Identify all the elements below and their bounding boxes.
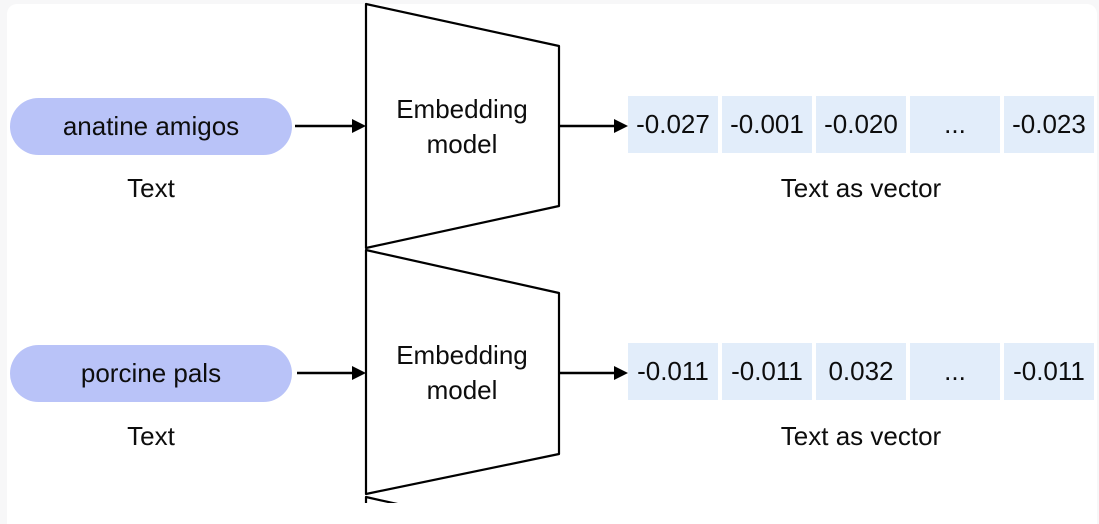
vector-cell: -0.011: [722, 343, 812, 400]
arrowhead-icon: [352, 366, 366, 380]
vector-cell: -0.011: [628, 343, 718, 400]
vector-row: -0.011 -0.011 0.032 ... -0.011: [628, 343, 1094, 400]
arrowhead-icon: [614, 366, 628, 380]
vector-row: -0.027 -0.001 -0.020 ... -0.023: [628, 96, 1094, 153]
vector-cell: 0.032: [816, 343, 906, 400]
output-arrow: [560, 366, 628, 380]
input-arrow: [295, 119, 366, 133]
input-arrow: [297, 366, 366, 380]
vector-cell: -0.011: [1004, 343, 1094, 400]
vector-caption: Text as vector: [780, 173, 942, 203]
embedding-model-label: Embedding model: [396, 340, 528, 405]
arrowhead-icon: [614, 119, 628, 133]
next-model-shape-partial: [364, 495, 398, 503]
input-text-pill: porcine pals: [10, 345, 292, 402]
embedding-model-shape: [364, 248, 561, 496]
vector-cell: -0.001: [722, 96, 812, 153]
input-text-pill: anatine amigos: [10, 98, 292, 155]
vector-cell: -0.027: [628, 96, 718, 153]
text-caption: Text: [127, 173, 175, 203]
output-arrow: [560, 119, 628, 133]
arrowhead-icon: [352, 119, 366, 133]
vector-cell-ellipsis: ...: [910, 343, 1000, 400]
text-caption: Text: [127, 421, 175, 451]
input-text-label: porcine pals: [80, 358, 222, 388]
input-text-label: anatine amigos: [62, 111, 240, 141]
vector-cell-ellipsis: ...: [910, 96, 1000, 153]
vector-cell: -0.020: [816, 96, 906, 153]
vector-caption: Text as vector: [780, 421, 942, 451]
embedding-model-label: Embedding model: [396, 94, 528, 159]
vector-cell: -0.023: [1004, 96, 1094, 153]
shape-layer: [295, 2, 628, 503]
embedding-model-shape: [364, 2, 561, 250]
